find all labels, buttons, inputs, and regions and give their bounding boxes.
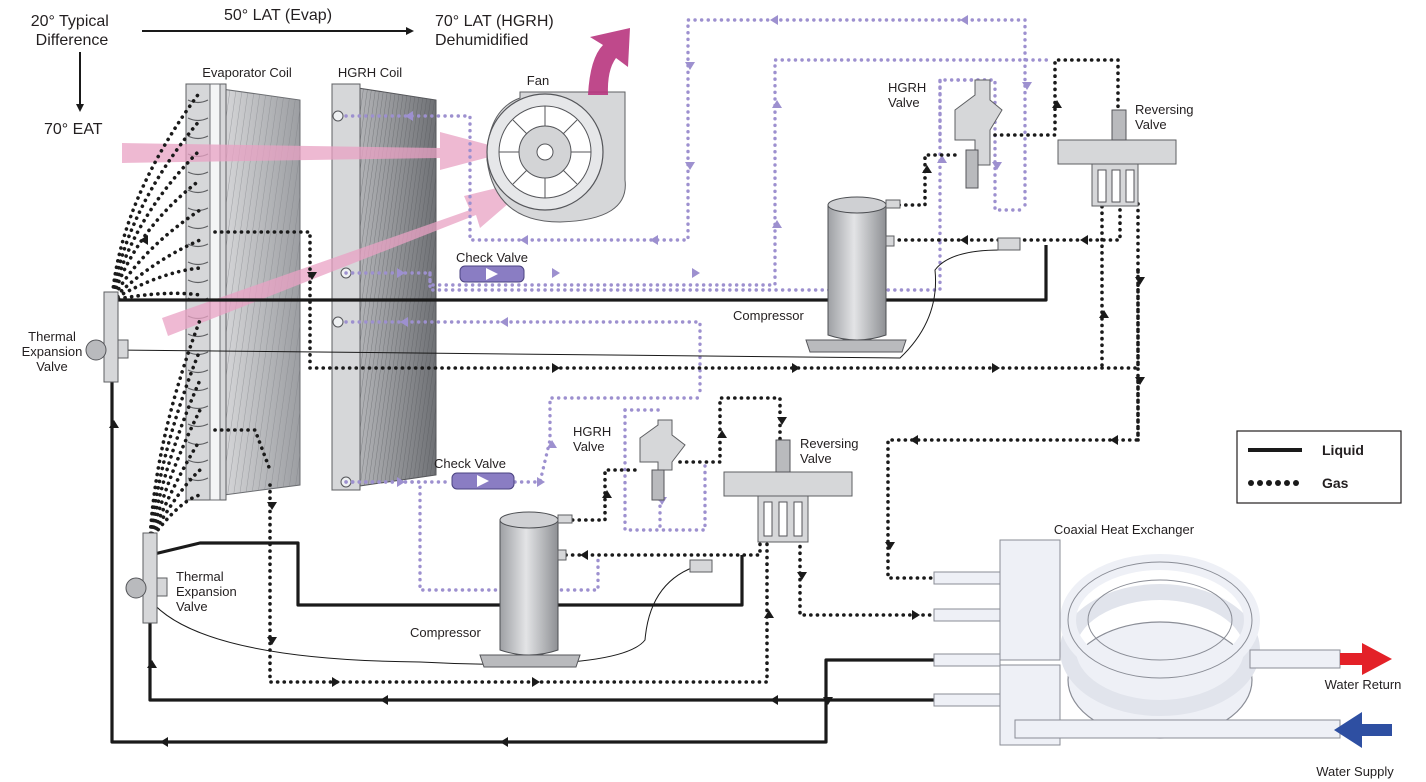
legend: Liquid Gas (1237, 431, 1401, 503)
water-supply-arrow-icon (1334, 712, 1392, 748)
thermal-expansion-valve-icon (104, 292, 118, 382)
valve-icon (640, 420, 685, 470)
compressor-icon (828, 198, 886, 341)
compressor-top: Compressor (733, 197, 906, 352)
compressor-bottom-label: Compressor (410, 625, 481, 640)
coax-label: Coaxial Heat Exchanger (1054, 522, 1195, 537)
compressor-top-label: Compressor (733, 308, 804, 323)
hot-gas-reheat-lines (346, 15, 1050, 590)
reversing-valve-icon (1058, 140, 1176, 164)
water-return-label: Water Return (1325, 677, 1402, 692)
check-valve-top: Check Valve (456, 250, 528, 282)
check-valve-bottom-label: Check Valve (434, 456, 506, 471)
fan-label: Fan (527, 73, 549, 88)
check-valve-bottom: Check Valve (434, 456, 514, 489)
eat-label: 70° EAT (44, 121, 103, 138)
eat-difference-label: 20° Typical Difference (31, 13, 114, 49)
thermal-expansion-valve-icon (143, 533, 157, 623)
airflow-arrows (122, 132, 538, 336)
compressor-icon (500, 513, 558, 656)
check-valve-top-label: Check Valve (456, 250, 528, 265)
evaporator-coil-label: Evaporator Coil (202, 65, 292, 80)
fan: Fan (487, 28, 630, 222)
legend-gas-label: Gas (1322, 475, 1349, 491)
water-return-arrow-icon (1340, 643, 1392, 675)
fan-exhaust-arrow-icon (588, 28, 630, 95)
water-supply-label: Water Supply (1316, 764, 1394, 779)
reversing-valve-icon (724, 472, 852, 496)
heat-exchanger-icon (934, 540, 1340, 745)
hgrh-coil-label: HGRH Coil (338, 65, 402, 80)
lat-hgrh-label: 70° LAT (HGRH) Dehumidified (435, 13, 558, 49)
legend-liquid-label: Liquid (1322, 442, 1364, 458)
lat-evap-label: 50° LAT (Evap) (224, 7, 332, 24)
hgrh-coil: HGRH Coil (332, 65, 436, 490)
coaxial-heat-exchanger: Coaxial Heat Exchanger Water Return Wate… (934, 522, 1401, 779)
